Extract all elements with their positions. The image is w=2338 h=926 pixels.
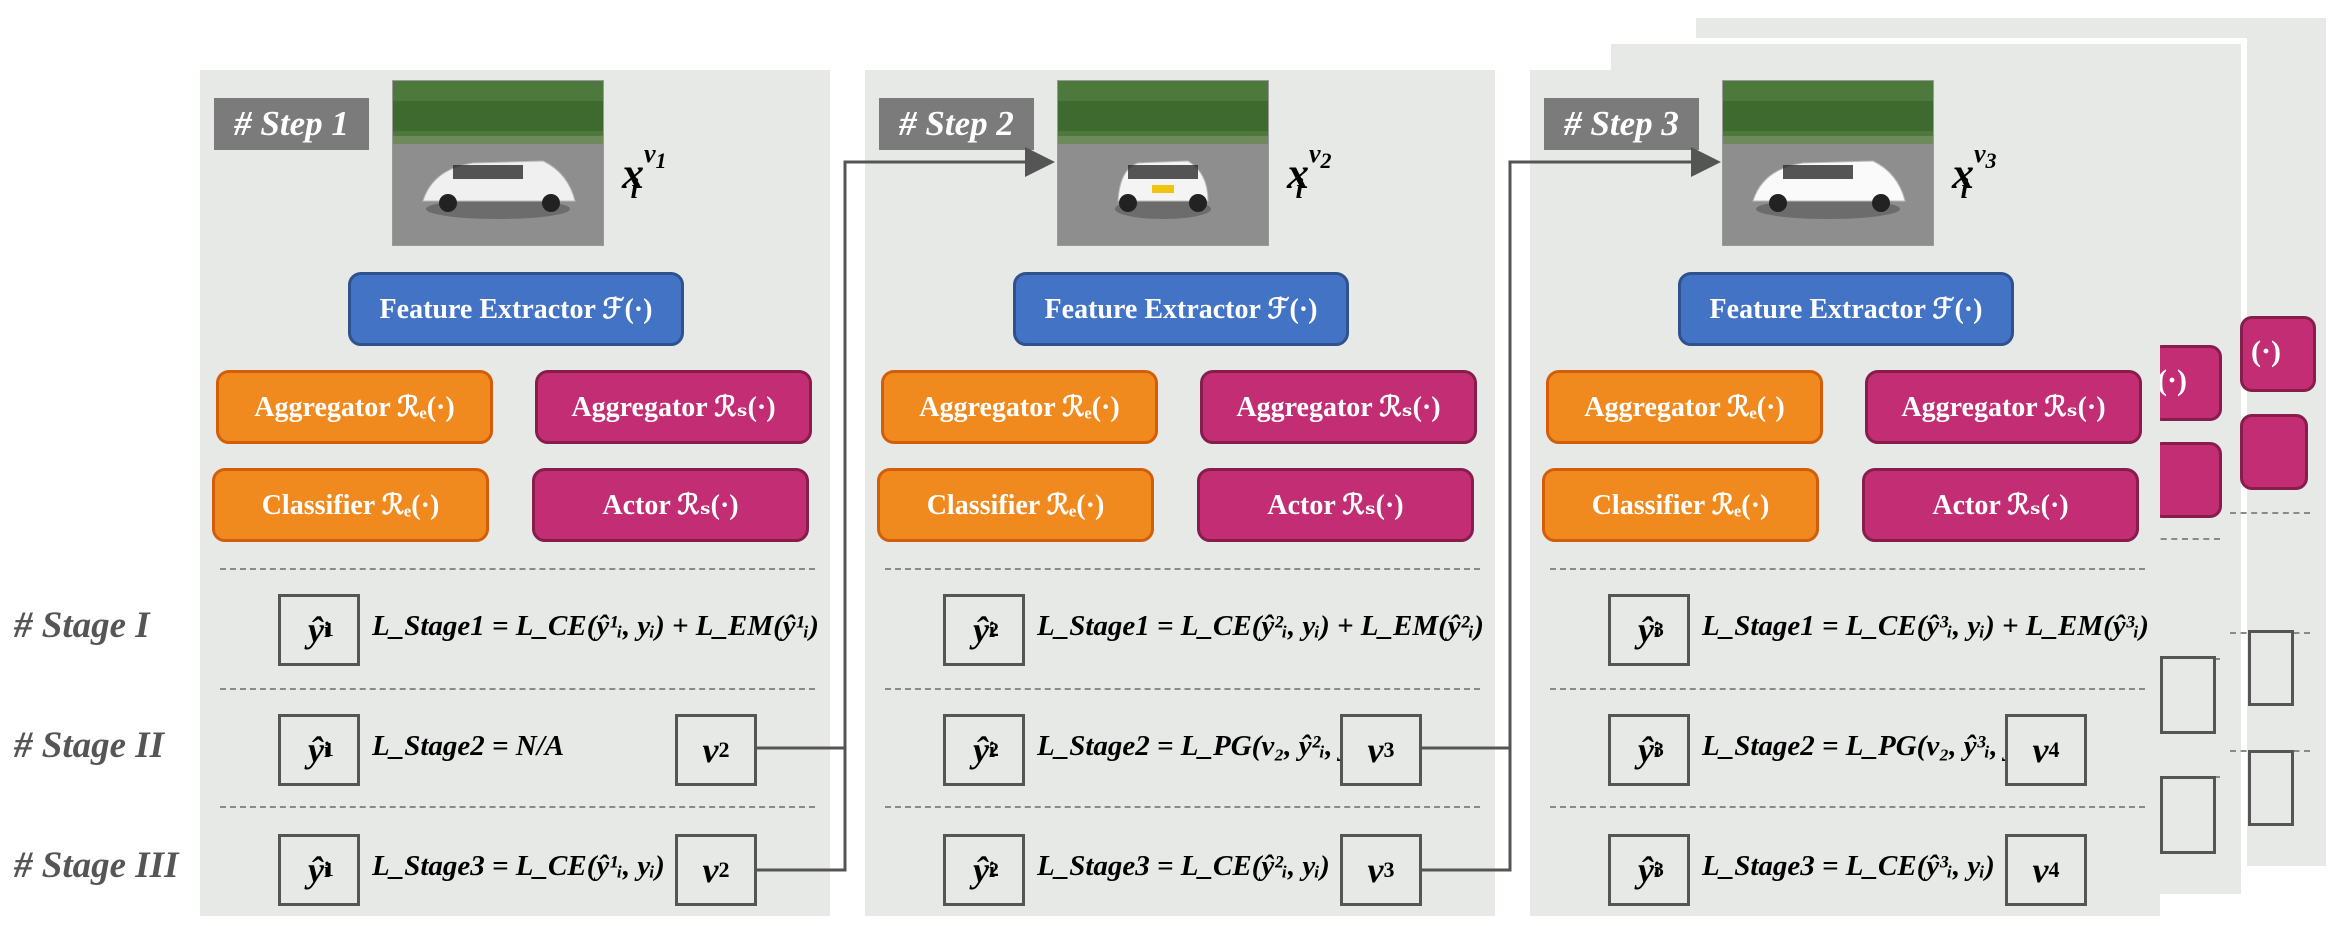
step-tag: # Step 3: [1544, 98, 1699, 150]
aggregator-s-box: Aggregator ℛₛ(·): [535, 370, 812, 444]
stage-divider: [885, 806, 1480, 808]
stage1-loss-formula: L_Stage1 = L_CE(ŷ²ᵢ, yᵢ) + L_EM(ŷ²ᵢ): [1037, 610, 1484, 642]
aggregator-e-box: Aggregator ℛₑ(·): [216, 370, 493, 444]
actor-box: Actor ℛₛ(·): [532, 468, 809, 542]
step-panel-3: # Step 3 xv3i Feature Extractor ℱ(·) Agg…: [1530, 70, 2160, 916]
feature-extractor-box: Feature Extractor ℱ(·): [348, 272, 684, 346]
stage-divider: [220, 806, 815, 808]
feature-extractor-box: Feature Extractor ℱ(·): [1678, 272, 2014, 346]
ghost-divider: [2150, 538, 2220, 540]
connector-step1-stage3: [756, 162, 847, 872]
ghost-actor-2: [2150, 442, 2222, 518]
aggregator-e-box: Aggregator ℛₑ(·): [1546, 370, 1823, 444]
step-panel-1: # Step 1 xv1i Feature Extractor ℱ(·) Agg…: [200, 70, 830, 916]
actor-box: Actor ℛₛ(·): [1862, 468, 2139, 542]
stage-divider: [885, 568, 1480, 570]
ghost-aggregator-s-2-text: (·): [2157, 364, 2187, 397]
stage1-loss-formula: L_Stage1 = L_CE(ŷ¹ᵢ, yᵢ) + L_EM(ŷ¹ᵢ): [372, 610, 819, 642]
stage-divider: [885, 688, 1480, 690]
ghost-square: [2248, 750, 2294, 826]
aggregator-e-box: Aggregator ℛₑ(·): [881, 370, 1158, 444]
stage-label-1: # Stage I: [14, 605, 150, 646]
car-photo: [1722, 80, 1934, 246]
stage2-loss-formula: L_Stage2 = L_PG(v₂, ŷ²ᵢ, ŷ¹ᵢ): [1037, 730, 1376, 762]
stage-divider: [1550, 806, 2145, 808]
stage1-loss-formula: L_Stage1 = L_CE(ŷ³ᵢ, yᵢ) + L_EM(ŷ³ᵢ): [1702, 610, 2149, 642]
stage-divider: [220, 568, 815, 570]
ghost-square: [2160, 776, 2216, 854]
connector-step1-stage2: [756, 147, 1055, 750]
input-view-label: xv3i: [1952, 139, 1997, 205]
stage2-loss-formula: L_Stage2 = L_PG(v₂, ŷ³ᵢ, ŷ²ᵢ): [1702, 730, 2041, 762]
stage3-loss-formula: L_Stage3 = L_CE(ŷ³ᵢ, yᵢ): [1702, 850, 1995, 882]
connector-step2-stage3: [1420, 162, 1512, 872]
classifier-box: Classifier ℛₑ(·): [1542, 468, 1819, 542]
step-tag: # Step 2: [879, 98, 1034, 150]
actor-box: Actor ℛₛ(·): [1197, 468, 1474, 542]
ghost-actor: [2240, 414, 2308, 490]
feature-extractor-box: Feature Extractor ℱ(·): [1013, 272, 1349, 346]
ghost-aggregator-s: (·): [2240, 316, 2316, 392]
aggregator-s-box: Aggregator ℛₛ(·): [1200, 370, 1477, 444]
aggregator-s-box: Aggregator ℛₛ(·): [1865, 370, 2142, 444]
stage-divider: [1550, 688, 2145, 690]
classifier-box: Classifier ℛₑ(·): [877, 468, 1154, 542]
input-view-label: xv1i: [622, 139, 667, 205]
stage-divider: [1550, 568, 2145, 570]
ghost-square: [2160, 656, 2216, 734]
ghost-divider: [2230, 512, 2310, 514]
stage3-loss-formula: L_Stage3 = L_CE(ŷ²ᵢ, yᵢ): [1037, 850, 1330, 882]
stage-divider: [220, 688, 815, 690]
car-photo: [392, 80, 604, 246]
stage3-loss-formula: L_Stage3 = L_CE(ŷ¹ᵢ, yᵢ): [372, 850, 665, 882]
ghost-aggregator-s-text: (·): [2251, 335, 2281, 368]
car-photo: [1057, 80, 1269, 246]
input-view-label: xv2i: [1287, 139, 1332, 205]
stage-label-3: # Stage III: [14, 845, 179, 886]
stage2-loss-formula: L_Stage2 = N/A: [372, 730, 565, 762]
step-tag: # Step 1: [214, 98, 369, 150]
classifier-box: Classifier ℛₑ(·): [212, 468, 489, 542]
ghost-square: [2248, 630, 2294, 706]
connector-step2-stage2: [1420, 147, 1721, 750]
stage-label-2: # Stage II: [14, 725, 165, 766]
